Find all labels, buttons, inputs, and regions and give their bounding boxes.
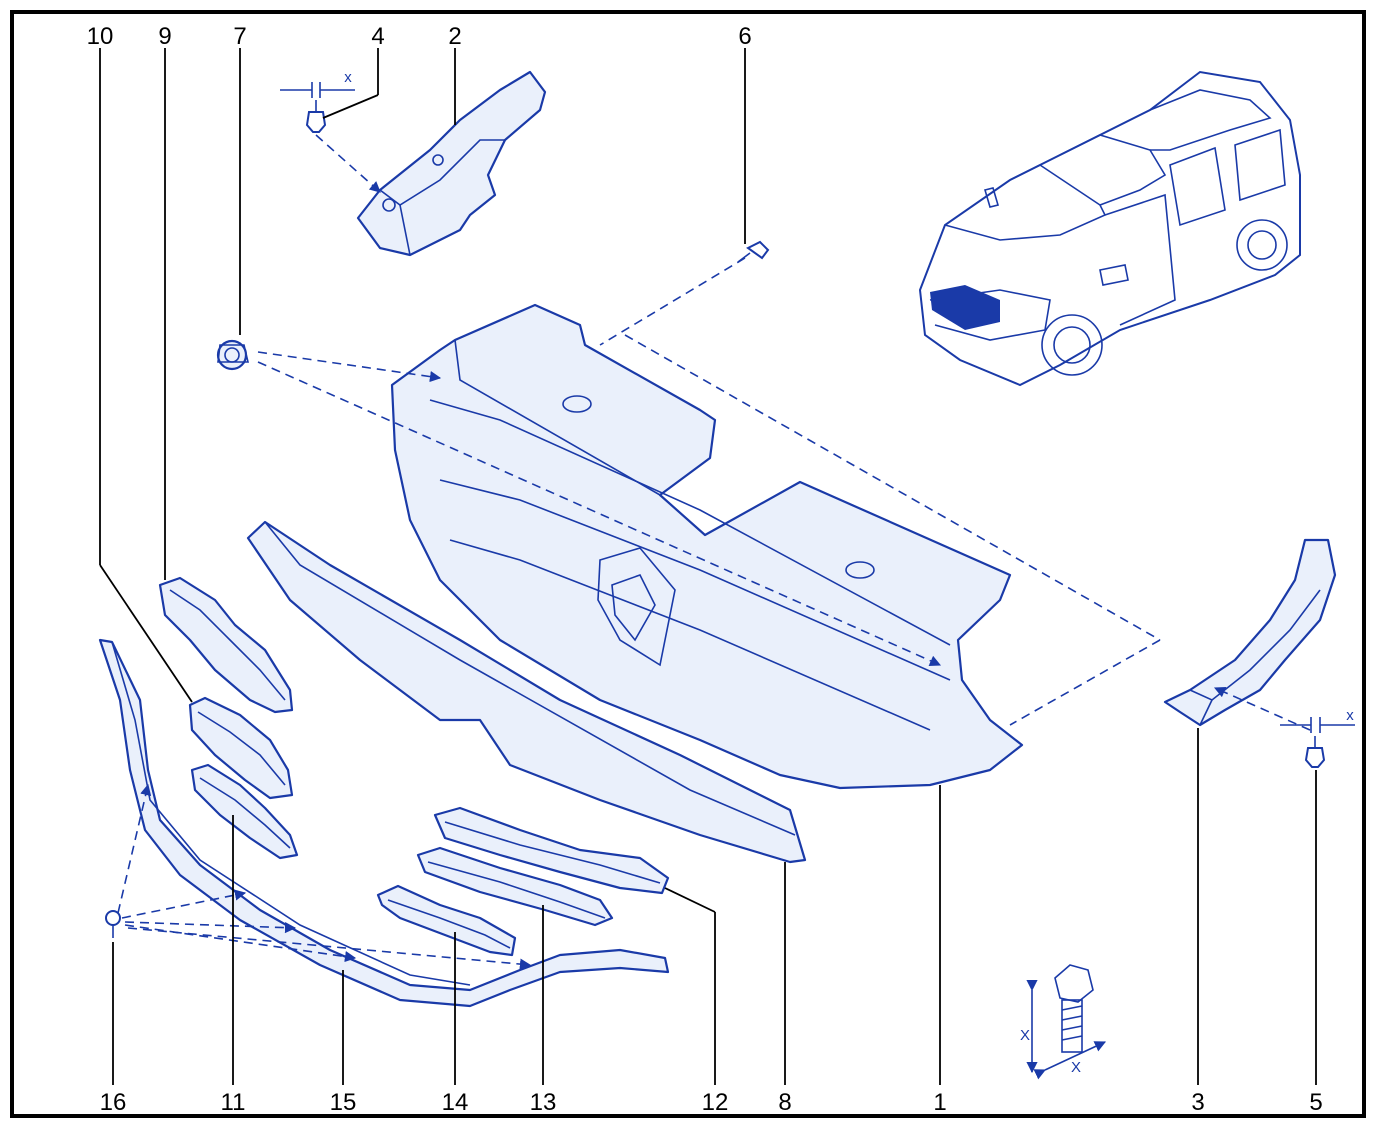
part-1-grille-panel (390, 303, 1024, 790)
part-3-side-bracket (1163, 538, 1337, 727)
part-14-grille-insert (376, 884, 517, 957)
assembly-lines (117, 134, 1311, 970)
part-2-upper-bracket (356, 70, 547, 257)
screw-dimension-detail (1026, 964, 1107, 1080)
callout-14: 14 (442, 1089, 469, 1116)
callout-2: 2 (448, 23, 461, 50)
vehicle-illustration (918, 70, 1301, 387)
callout-7: 7 (233, 23, 246, 50)
screw-height-label: X (1020, 1027, 1030, 1044)
callout-15: 15 (330, 1089, 357, 1116)
vehicle-grille-highlight (930, 285, 1000, 330)
callout-10: 10 (87, 23, 114, 50)
clip-left-dimension-label: x (344, 69, 352, 86)
clip-left-dimension (280, 82, 355, 98)
callout-16: 16 (100, 1089, 127, 1116)
callout-13: 13 (530, 1089, 557, 1116)
part-13-grille-insert (416, 846, 614, 927)
part-8-chrome-strip (246, 520, 807, 864)
callout-3: 3 (1191, 1089, 1204, 1116)
part-11-grille-insert (190, 763, 299, 860)
part-7-grommet (216, 339, 250, 371)
part-16-screw (105, 910, 121, 938)
callout-1: 1 (933, 1089, 946, 1116)
callout-12: 12 (702, 1089, 729, 1116)
callout-4: 4 (371, 23, 384, 50)
callout-8: 8 (778, 1089, 791, 1116)
diagram-frame (10, 10, 1366, 1118)
callout-5: 5 (1309, 1089, 1322, 1116)
part-15-lower-trim (98, 638, 670, 1008)
part-4-clip (305, 100, 327, 133)
clip-right-dimension (1280, 717, 1355, 733)
part-10-grille-insert (188, 696, 294, 800)
part-12-grille-insert (433, 806, 670, 895)
callout-6: 6 (738, 23, 751, 50)
callout-9: 9 (158, 23, 171, 50)
part-5-clip (1304, 736, 1326, 768)
clip-right-dimension-label: x (1346, 707, 1354, 724)
screw-width-label: X (1071, 1059, 1081, 1076)
callout-11: 11 (221, 1089, 246, 1116)
leader-lines (99, 48, 1317, 1085)
part-9-grille-insert (158, 576, 294, 714)
